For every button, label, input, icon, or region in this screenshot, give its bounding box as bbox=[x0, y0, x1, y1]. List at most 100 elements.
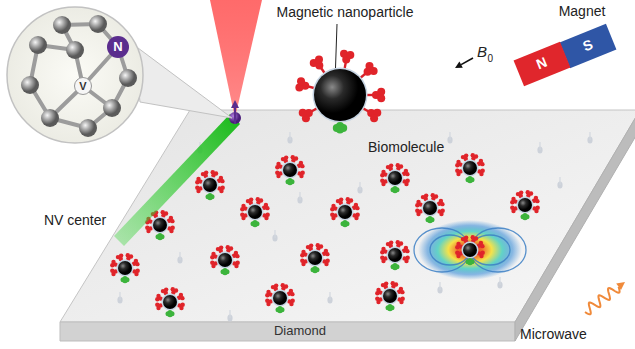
protein-blob bbox=[331, 204, 335, 208]
particle-shell bbox=[337, 204, 354, 221]
biomolecule-blob bbox=[288, 180, 293, 185]
biomolecule-blob bbox=[168, 312, 173, 317]
magnetic-nanoparticle bbox=[240, 197, 270, 227]
carbon-atom bbox=[41, 109, 59, 127]
magnet-north-pole: N bbox=[513, 42, 570, 87]
diamond-front-face bbox=[60, 322, 515, 341]
lattice-spin-arrow bbox=[119, 292, 120, 300]
magnet-south-pole: S bbox=[560, 23, 617, 68]
carbon-atom bbox=[79, 119, 97, 137]
particle-shell bbox=[247, 204, 264, 221]
nv-spin-arrow bbox=[234, 106, 236, 124]
inset-circle bbox=[7, 7, 143, 143]
particle-shell bbox=[282, 162, 299, 179]
protein-blob bbox=[456, 242, 460, 246]
callout-label: Magnetic nanoparticle bbox=[277, 4, 414, 20]
protein-blob bbox=[265, 206, 269, 210]
lattice-structure bbox=[21, 15, 137, 137]
slab-label: Diamond bbox=[274, 324, 326, 338]
protein-blob bbox=[480, 244, 484, 248]
particle-shell bbox=[217, 252, 234, 269]
protein-blob bbox=[309, 243, 313, 247]
magnetic-nanoparticle bbox=[455, 153, 485, 183]
magnetic-nanoparticle bbox=[275, 155, 305, 185]
protein-blob bbox=[376, 288, 380, 292]
particle-shell bbox=[162, 294, 179, 311]
protein-blob bbox=[259, 198, 263, 202]
protein-blob bbox=[480, 162, 484, 166]
protein-blob bbox=[156, 294, 160, 298]
protein-blob bbox=[399, 300, 403, 304]
protein-blob bbox=[381, 170, 385, 174]
protein-blob bbox=[294, 156, 298, 160]
magnetic-nanoparticle bbox=[380, 240, 410, 270]
protein-blob bbox=[111, 260, 115, 264]
protein-blob bbox=[349, 198, 353, 202]
magnetic-nanoparticle bbox=[375, 281, 405, 311]
particle-core bbox=[153, 218, 167, 232]
microwave-arrowhead bbox=[616, 282, 625, 290]
particle-shell bbox=[152, 217, 169, 234]
protein-blob bbox=[265, 299, 269, 303]
particle-shell bbox=[117, 260, 134, 277]
protein-blob bbox=[290, 292, 294, 296]
protein-blob bbox=[180, 296, 184, 300]
protein-blob bbox=[404, 182, 408, 186]
protein-blob bbox=[214, 171, 218, 175]
inset-view: NV centerNV bbox=[5, 5, 145, 233]
protein-blob bbox=[355, 206, 359, 210]
protein-blob bbox=[330, 213, 334, 217]
protein-blob bbox=[266, 290, 270, 294]
protein-blob bbox=[384, 281, 388, 285]
particle-core bbox=[388, 248, 402, 262]
protein-blob bbox=[474, 154, 478, 158]
protein-blob bbox=[479, 254, 483, 258]
protein-blob bbox=[464, 153, 468, 157]
protein-blob bbox=[196, 177, 200, 181]
fluorescence-cone bbox=[210, 0, 262, 118]
protein-blob bbox=[174, 288, 178, 292]
protein-blob bbox=[455, 169, 459, 173]
lattice-spin-arrow bbox=[589, 132, 590, 140]
biomolecule-blob bbox=[123, 278, 128, 283]
biomolecule-blob bbox=[468, 178, 473, 183]
protein-blob bbox=[464, 235, 468, 239]
particle-shell bbox=[517, 197, 534, 214]
protein-blob bbox=[135, 262, 139, 266]
particle-core bbox=[314, 69, 366, 121]
protein-blob bbox=[210, 261, 214, 265]
lattice-spin-arrow bbox=[179, 252, 180, 260]
carbon-atom bbox=[89, 15, 107, 33]
magnetic-nanoparticle bbox=[195, 170, 225, 200]
protein-blob bbox=[275, 171, 279, 175]
protein-blob bbox=[380, 256, 384, 260]
diamond-slab-label-box: Diamond bbox=[269, 323, 332, 340]
protein-blob bbox=[155, 303, 159, 307]
protein-blob bbox=[234, 264, 238, 268]
particle-core bbox=[338, 205, 352, 219]
biomolecule-blob bbox=[278, 308, 283, 313]
field-symbol: B bbox=[477, 43, 487, 60]
protein-blob bbox=[377, 94, 385, 102]
protein-blob bbox=[394, 282, 398, 286]
vacancy-site: V bbox=[74, 77, 92, 95]
carbon-atom bbox=[103, 99, 121, 117]
lattice-spin-arrow bbox=[229, 310, 230, 318]
protein-blob bbox=[389, 240, 393, 244]
protein-blob bbox=[535, 199, 539, 203]
protein-blob bbox=[440, 202, 444, 206]
particle-core bbox=[248, 205, 262, 219]
protein-blob bbox=[404, 259, 408, 263]
protein-blob bbox=[511, 197, 515, 201]
biomolecule-blob bbox=[158, 235, 163, 240]
nv-spin-arrowhead bbox=[231, 100, 239, 108]
biomolecule-blob bbox=[208, 195, 213, 200]
particle-shell bbox=[382, 288, 399, 305]
particle-core bbox=[218, 253, 232, 267]
particle-core bbox=[463, 243, 477, 257]
lattice-spin-arrow bbox=[439, 282, 440, 290]
protein-blob bbox=[164, 211, 168, 215]
nitrogen-atom: N bbox=[107, 36, 129, 58]
protein-blob bbox=[204, 170, 208, 174]
particle-core bbox=[518, 198, 532, 212]
